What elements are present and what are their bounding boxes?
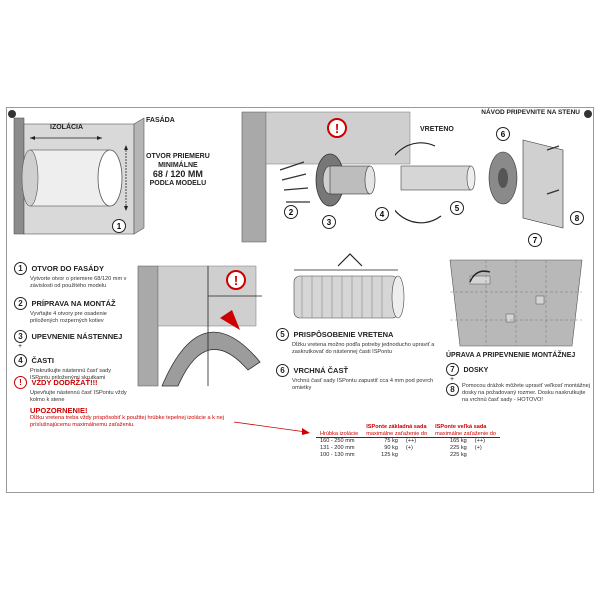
- diagram-spindle-top: 5 6 7 8: [395, 127, 584, 247]
- cell-large: 225 kg: [449, 445, 467, 451]
- diagram-wall-mount: ! 2 3 4: [241, 111, 411, 243]
- step-7-8-plus: +: [450, 376, 455, 383]
- callout-8: 8: [570, 211, 584, 225]
- callout-6-text: 6: [501, 130, 506, 139]
- table-row: 100 - 130 mm 125 kg 225 kg: [316, 452, 500, 459]
- cell-large: 165 kg: [449, 438, 467, 444]
- diagram-perpendicular: !: [137, 265, 262, 387]
- arrow-to-table: [233, 421, 310, 435]
- cell-range: 131 - 200 mm: [320, 445, 355, 451]
- step-3-4-text: Priskrutkujte nástennú časť sady ISPontu…: [30, 368, 112, 381]
- callout-7-text: 7: [533, 236, 538, 245]
- step-6-text: Vrchnú časť sady ISPontu zapustiť cca 4 …: [292, 378, 434, 391]
- cell-basic: 125 kg: [381, 452, 398, 458]
- corner-icon-left: [8, 110, 16, 118]
- step-2: 2 PRÍPRAVA NA MONTÁŽ Vyvŕtajte 4 otvory …: [14, 293, 132, 325]
- always-observe: ! VŽDY DODRŽAŤ!!! Upevňujte nástennú čas…: [14, 372, 132, 404]
- callout-4-text: 4: [380, 210, 385, 219]
- step-1-text: Vytvorte otvor o priemere 68/120 mm v zá…: [30, 276, 127, 289]
- step-7-8: ÚPRAVA A PRIPEVNENIE MONTÁŽNEJ 7 DOSKY +…: [446, 352, 592, 404]
- step-7-8-text: Pomocou drážok môžete upraviť veľkosť mo…: [462, 383, 591, 403]
- cell-large-note: (+): [474, 445, 482, 451]
- diagram-mounting-plate: [449, 259, 583, 347]
- step-1: 1 OTVOR DO FASÁDY Vytvorte otvor o priem…: [14, 258, 132, 290]
- col-insulation-header: Hrúbka izolácie: [316, 424, 363, 438]
- cell-basic-note: [402, 452, 431, 459]
- col-basic-title: ISPonte základná sada: [366, 424, 427, 430]
- step-5-text: Dĺžku vretena možno podľa potreby jednod…: [292, 342, 435, 355]
- label-spindle: VRETENO: [420, 126, 454, 133]
- cell-large: 225 kg: [449, 452, 467, 458]
- svg-text:!: !: [234, 273, 238, 288]
- step-5-title: PRISPÔSOBENIE VRETENA: [293, 330, 394, 339]
- diagram-spindle-cut: [293, 253, 405, 319]
- callout-3: 3: [322, 215, 336, 229]
- step-3-4-plus: +: [18, 343, 23, 350]
- warning-block: UPOZORNENIE! Dĺžku vretena treba vždy pr…: [30, 406, 230, 429]
- step-7-8-title-line1: ÚPRAVA A PRIPEVNENIE MONTÁŽNEJ: [446, 352, 576, 359]
- step-6-title: VRCHNÁ ČASŤ: [293, 366, 349, 375]
- manual-title: NÁVOD PRIPEVNITE NA STENU: [481, 109, 580, 116]
- callout-3-text: 3: [327, 218, 332, 227]
- callout-2-text: 2: [289, 208, 294, 217]
- cell-range: 160 - 250 mm: [320, 438, 355, 444]
- cell-large-note: (++): [474, 438, 486, 444]
- label-facade: FASÁDA: [146, 117, 175, 124]
- step-2-title: PRÍPRAVA NA MONTÁŽ: [31, 299, 116, 308]
- step-4-number: 4: [14, 354, 27, 367]
- step-3-number: 3: [14, 330, 27, 343]
- step-7-number: 7: [446, 363, 459, 376]
- step-2-number: 2: [14, 297, 27, 310]
- always-observe-text: Upevňujte nástennú časť ISPontu vždy kol…: [30, 390, 127, 403]
- warning-icon: !: [14, 376, 27, 389]
- step-2-text: Vyvŕtajte 4 otvory pre osadenie priložen…: [30, 311, 107, 324]
- callout-5-text: 5: [455, 204, 460, 213]
- corner-icon-right: [584, 110, 592, 118]
- always-observe-title: VŽDY DODRŽAŤ!!!: [31, 378, 98, 387]
- warning-title: UPOZORNENIE!: [30, 406, 88, 415]
- diagram-facade-hole: 1: [13, 117, 145, 235]
- label-insulation: IZOLÁCIA: [50, 124, 84, 131]
- step-7-8-title-line2: DOSKY: [463, 367, 489, 374]
- hole-line-3: 68 / 120 MM: [152, 169, 203, 179]
- step-6: 6 VRCHNÁ ČASŤ Vrchnú časť sady ISPontu z…: [276, 360, 444, 392]
- table-row: 131 - 200 mm 90 kg (+) 225 kg (+): [316, 445, 500, 452]
- callout-4: 4: [375, 207, 389, 221]
- cell-large-note: [471, 452, 500, 459]
- col-large-sub: maximálne zaťaženie do: [431, 430, 500, 438]
- callout-1-text: 1: [117, 222, 122, 231]
- callout-8-text: 8: [575, 214, 580, 223]
- callout-7: 7: [528, 233, 542, 247]
- callout-6: 6: [496, 127, 510, 141]
- step-8-number: 8: [446, 383, 459, 396]
- col-large-title: ISPonte veľká sada: [435, 424, 487, 430]
- cell-basic-note: (++): [405, 438, 417, 444]
- hole-line-2: MINIMÁLNE: [158, 162, 198, 169]
- step-1-title: OTVOR DO FASÁDY: [31, 264, 104, 273]
- col-basic-sub: maximálne zaťaženie do: [362, 430, 432, 438]
- step-5-number: 5: [276, 328, 289, 341]
- step-3-4: 3 UPEVNENIE NÁSTENNEJ + 4 ČASTI Priskrut…: [14, 326, 132, 382]
- callout-5: 5: [450, 201, 464, 215]
- step-1-number: 1: [14, 262, 27, 275]
- label-hole-diameter: OTVOR PRIEMERU MINIMÁLNE 68 / 120 MM POD…: [146, 152, 210, 188]
- step-6-number: 6: [276, 364, 289, 377]
- callout-1: 1: [112, 219, 126, 233]
- hole-line-1: OTVOR PRIEMERU: [146, 153, 210, 160]
- step-3-4-title-line1: UPEVNENIE NÁSTENNEJ: [31, 332, 123, 341]
- cell-basic: 75 kg: [384, 438, 398, 444]
- table-row: 160 - 250 mm 75 kg (++) 165 kg (++): [316, 438, 500, 446]
- hole-line-4: PODĽA MODELU: [149, 180, 207, 187]
- load-table: Hrúbka izolácie ISPonte základná sada IS…: [316, 424, 500, 459]
- cell-range: 100 - 130 mm: [320, 452, 355, 458]
- step-3-4-title-line2: ČASTI: [31, 356, 54, 365]
- cell-basic-note: (+): [405, 445, 413, 451]
- step-5: 5 PRISPÔSOBENIE VRETENA Dĺžku vretena mo…: [276, 324, 444, 356]
- warning-text: Dĺžku vretena treba vždy prispôsobiť k p…: [30, 415, 224, 428]
- svg-text:!: !: [335, 121, 339, 136]
- callout-2: 2: [284, 205, 298, 219]
- cell-basic: 90 kg: [384, 445, 398, 451]
